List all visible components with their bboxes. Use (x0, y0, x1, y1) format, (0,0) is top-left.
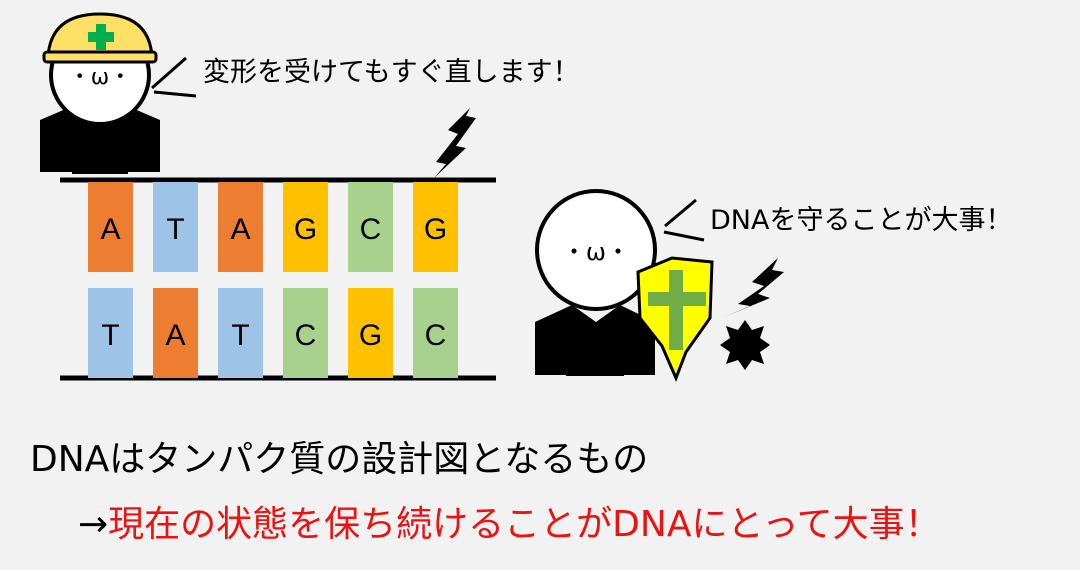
top-base-label-1: A (100, 213, 120, 246)
caption-emphasis: 現在の状態を保ち続けることがDNAにとって大事！ (108, 504, 941, 545)
shield-icon (636, 256, 714, 382)
top-base-label-4: G (294, 213, 317, 246)
worker-face: ・ω・ (69, 65, 131, 90)
worker-speech: 変形を受けてもすぐ直します！ (203, 57, 580, 88)
top-base-3 (218, 182, 263, 272)
top-base-label-3: A (230, 213, 250, 246)
caption-line-1: DNAはタンパク質の設計図となるもの (30, 439, 649, 480)
worker-body (40, 105, 160, 172)
bottom-base-1 (88, 288, 133, 378)
top-base-4 (283, 182, 328, 272)
helmet-icon (42, 12, 158, 64)
bottom-base-label-3: T (231, 319, 249, 352)
top-base-2 (153, 182, 198, 272)
bottom-base-6 (413, 288, 458, 378)
top-base-6 (413, 182, 458, 272)
arrow-glyph: → (78, 504, 109, 545)
top-base-5 (348, 182, 393, 272)
caption-line-2: →現在の状態を保ち続けることがDNAにとって大事！ (78, 495, 941, 547)
bottom-base-label-6: C (425, 319, 447, 352)
bottom-base-label-2: A (165, 319, 185, 352)
worker-character: ・ω・ (40, 12, 197, 174)
guard-character: ・ω・ (535, 189, 714, 382)
guard-face: ・ω・ (562, 238, 630, 266)
top-base-label-6: G (424, 213, 447, 246)
bottom-base-4 (283, 288, 328, 378)
bottom-base-label-4: C (295, 319, 317, 352)
bottom-base-label-5: G (359, 319, 382, 352)
bottom-base-label-1: T (101, 319, 119, 352)
guard-body (535, 305, 655, 375)
damage-burst-icon (720, 320, 770, 370)
top-base-label-2: T (166, 213, 184, 246)
lightning-icon (434, 108, 476, 178)
bottom-base-3 (218, 288, 263, 378)
dna-double-helix: A T A G C G T A T C G C (60, 177, 496, 381)
top-base-1 (88, 182, 133, 272)
guard-speech: DNAを守ることが大事！ (710, 205, 1013, 236)
guard-head (535, 189, 657, 311)
bottom-base-5 (348, 288, 393, 378)
lightning-icon (722, 258, 784, 318)
top-base-label-5: C (360, 213, 382, 246)
bottom-base-2 (153, 288, 198, 378)
